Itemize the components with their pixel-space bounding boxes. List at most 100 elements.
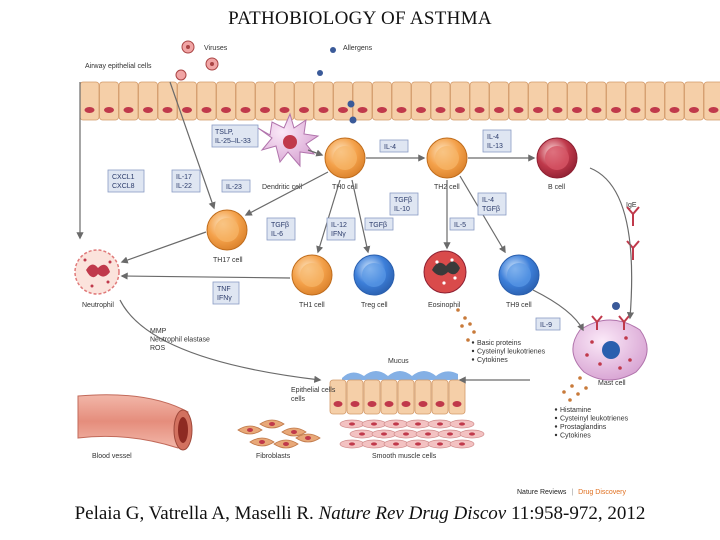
cell-nucleus [357, 107, 368, 113]
cell-nucleus [349, 422, 355, 426]
list-bullet [471, 341, 475, 344]
cytokine-box-il4-tgfb: IL-4 TGFβ [477, 192, 507, 216]
cytokine-box-tnf-ifng: TNF IFNγ [212, 281, 240, 305]
epithelial-cell [380, 379, 398, 415]
epithelial-cell [118, 81, 139, 121]
cell-nucleus [279, 107, 290, 113]
citation-journal: Nature Rev Drug Discov [318, 503, 507, 524]
cytokine-box-cxcl: CXCL1 CXCL8 [107, 169, 145, 193]
epithelial-cell [450, 81, 470, 121]
cell-nucleus [650, 107, 660, 113]
tnf-text: TNF [217, 286, 231, 293]
cytokine-box-il5: IL-5 [449, 217, 475, 231]
mediator-granule [460, 324, 464, 328]
mast-cell [572, 319, 648, 381]
il12-text: IL-12 [331, 222, 347, 229]
airway-epithelial-label: Airway epithelial cells [85, 63, 152, 70]
cell-nucleus [384, 401, 394, 407]
mediator-list-item: Prostaglandins [560, 424, 607, 431]
cell-nucleus [221, 107, 231, 113]
th9-cell-label: TH9 cell [506, 302, 532, 309]
th9-cell [498, 254, 540, 296]
il25-il33-text: IL-25–IL-33 [215, 138, 251, 145]
list-bullet [554, 416, 558, 420]
epithelial-cell [363, 379, 381, 415]
epithelial-cell [177, 81, 197, 121]
cell-nucleus [435, 107, 446, 113]
cell-nucleus [403, 432, 409, 436]
epithelial-cell [547, 81, 568, 121]
cell-nucleus [393, 422, 399, 426]
cell-nucleus [350, 401, 360, 407]
cell-nucleus [591, 107, 602, 113]
epithelial-cell [645, 81, 665, 121]
epithelial-cell [255, 81, 275, 121]
neutrophil-label: Neutrophil [82, 302, 114, 309]
pathway-arrows [76, 81, 635, 384]
citation-reference: 11:958-972, 2012 [510, 503, 646, 524]
cell-nucleus [299, 107, 309, 113]
cell-nucleus [533, 107, 543, 113]
th2-cell [426, 137, 468, 179]
cell-nucleus [283, 442, 289, 446]
source-journal: Nature Reviews | Drug Discovery [517, 489, 627, 496]
dendritic-cell [257, 112, 320, 168]
epithelial-cell [157, 81, 178, 121]
epithelial-cell [703, 81, 720, 121]
cell-nucleus [552, 107, 563, 113]
epithelial-cell [352, 81, 373, 121]
mediator-granule [466, 338, 470, 342]
cell-nucleus [418, 401, 428, 407]
cell-nucleus [123, 107, 134, 113]
epithelial-cell [235, 81, 256, 121]
cell-nucleus [333, 401, 343, 407]
epithelial-cell [625, 81, 646, 121]
cell-nucleus [182, 107, 192, 113]
il13-text: IL-13 [487, 143, 503, 150]
mediator-granule [584, 386, 588, 390]
mediator-list-item: Neutrophil elastase [150, 337, 210, 344]
list-bullet [554, 433, 558, 437]
tgfb-text: TGFβ [369, 222, 387, 229]
cytokine-box-il4-il13: IL-4 IL-13 [482, 129, 512, 153]
cytokine-box-tgfb: TGFβ [364, 217, 394, 231]
mucus-layer [342, 371, 458, 380]
il22-text: IL-22 [176, 183, 192, 190]
mediator-list-item: Histamine [560, 407, 591, 414]
cytokine-box-il17-il22: IL-17 IL-22 [171, 169, 201, 193]
cell-nucleus [104, 107, 114, 113]
epithelial-cells-label: Epithelial cells [291, 387, 336, 394]
il5-text: IL-5 [454, 222, 466, 229]
cell-nucleus [367, 401, 377, 407]
cell-nucleus [415, 422, 421, 426]
cell-nucleus [371, 442, 377, 446]
th17-cell-label: TH17 cell [213, 257, 243, 264]
mediator-list-item: Basic proteins [477, 340, 521, 347]
citation: Pelaia G, Vatrella A, Maselli R. Nature … [0, 503, 720, 525]
tgfb-text: TGFβ [271, 222, 289, 229]
cell-nucleus [349, 442, 355, 446]
cell-nucleus [630, 107, 641, 113]
cell-nucleus [393, 442, 399, 446]
epithelial-cell [313, 81, 334, 121]
mediator-granule [562, 390, 566, 394]
cytokine-box-il12-ifng: IL-12 IFNγ [326, 217, 356, 241]
list-bullet [554, 425, 558, 428]
epithelial-cell [216, 81, 236, 121]
tgfb-text: TGFβ [394, 197, 412, 204]
list-bullet [471, 358, 475, 361]
il9-text: IL-9 [540, 322, 552, 329]
b-cell-label: B cell [548, 184, 566, 191]
source-section: Drug Discovery [578, 489, 626, 496]
epithelial-cell [196, 81, 217, 121]
epithelial-cell [346, 379, 364, 415]
cell-nucleus [318, 107, 329, 113]
cytokine-box-tslp: TSLP, IL-25–IL-33 [211, 124, 259, 148]
cell-nucleus [259, 440, 265, 444]
allergens-label: Allergens [343, 45, 373, 52]
il17-text: IL-17 [176, 174, 192, 181]
neutrophil [74, 249, 120, 295]
cell-nucleus [401, 401, 411, 407]
il4-text: IL-4 [482, 197, 494, 204]
epithelial-cell [274, 81, 295, 121]
